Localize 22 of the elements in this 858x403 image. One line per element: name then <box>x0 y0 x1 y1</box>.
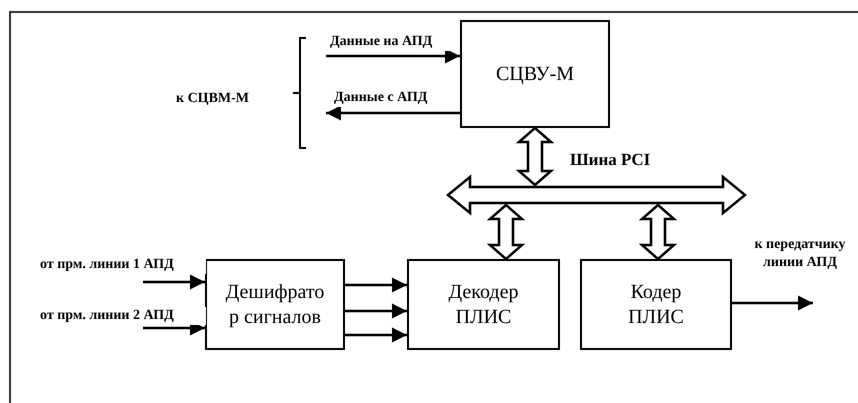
block-box <box>407 259 560 350</box>
side-label: к СЦВМ-М <box>176 90 249 108</box>
arrow <box>326 106 460 120</box>
arrow <box>326 48 460 64</box>
arrow <box>345 278 407 292</box>
block-label: Дешифрато р сигналов <box>224 280 326 330</box>
block-box <box>580 259 732 350</box>
arrow <box>345 304 407 318</box>
bidirectional-block-arrow <box>516 126 554 187</box>
block-label: Кодер ПЛИС <box>627 280 685 330</box>
edge-label: от прм. линии 1 АПД <box>40 256 206 274</box>
arrow <box>345 328 407 342</box>
block-box <box>460 20 610 128</box>
arrow <box>732 296 813 310</box>
bidirectional-block-arrow <box>486 203 526 261</box>
bidirectional-block-arrow <box>638 203 678 261</box>
edge-label: от прм. линии 2 АПД <box>40 307 206 326</box>
block-label: Декодер ПЛИС <box>448 280 520 330</box>
bus-label: Шина PCI <box>570 151 650 168</box>
arrow <box>143 274 205 290</box>
block-label: СЦВУ-М <box>496 62 574 86</box>
block-box <box>205 259 345 350</box>
